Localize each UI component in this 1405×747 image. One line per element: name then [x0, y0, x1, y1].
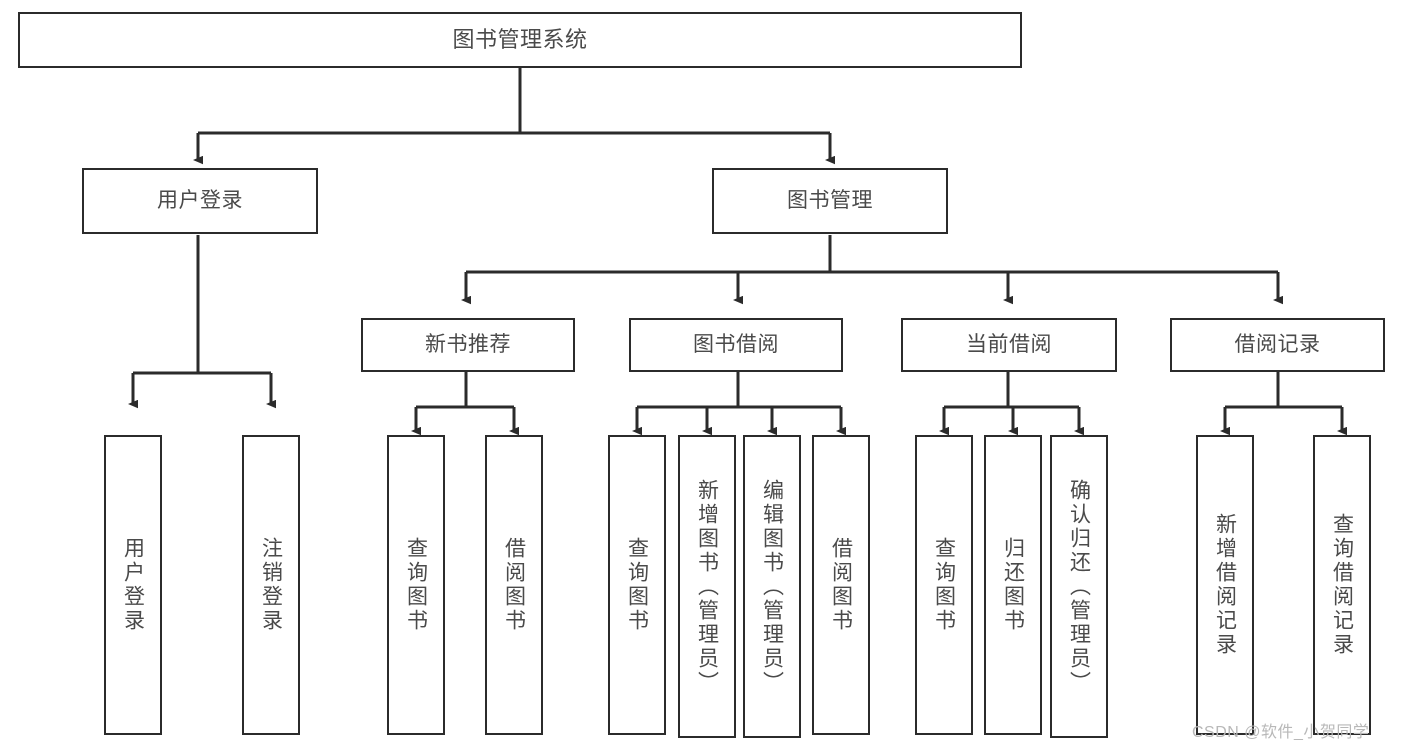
- node-book-manage[interactable]: 图书管理: [712, 168, 948, 234]
- node-label: 借阅记录: [1234, 332, 1321, 356]
- leaf-confirm-return-admin[interactable]: 确认归还（管理员）: [1050, 435, 1108, 738]
- leaf-borrow-book[interactable]: 借阅图书: [812, 435, 870, 735]
- node-label: 查询图书: [625, 537, 649, 633]
- node-label: 当前借阅: [966, 332, 1052, 356]
- node-label: 查询借阅记录: [1330, 513, 1354, 657]
- node-label: 编辑图书（管理员）: [760, 478, 784, 695]
- node-new-book-recommend[interactable]: 新书推荐: [361, 318, 575, 372]
- node-label: 注销登录: [259, 537, 283, 633]
- leaf-add-borrow-record[interactable]: 新增借阅记录: [1196, 435, 1254, 735]
- node-label: 查询图书: [404, 537, 428, 633]
- node-borrow-record[interactable]: 借阅记录: [1170, 318, 1385, 372]
- leaf-query-borrow-record[interactable]: 查询借阅记录: [1313, 435, 1371, 735]
- node-label: 图书借阅: [693, 332, 779, 356]
- node-book-borrow[interactable]: 图书借阅: [629, 318, 843, 372]
- node-label: 用户登录: [121, 537, 145, 633]
- leaf-edit-book-admin[interactable]: 编辑图书（管理员）: [743, 435, 801, 738]
- leaf-query-book-recommend[interactable]: 查询图书: [387, 435, 445, 735]
- node-label: 查询图书: [932, 537, 956, 633]
- node-label: 图书管理系统: [452, 27, 588, 53]
- node-root-system[interactable]: 图书管理系统: [18, 12, 1022, 68]
- node-label: 借阅图书: [829, 537, 853, 633]
- node-label: 归还图书: [1001, 537, 1025, 633]
- leaf-query-book-current[interactable]: 查询图书: [915, 435, 973, 735]
- node-label: 借阅图书: [502, 537, 526, 633]
- leaf-add-book-admin[interactable]: 新增图书（管理员）: [678, 435, 736, 738]
- leaf-user-login[interactable]: 用户登录: [104, 435, 162, 735]
- node-label: 确认归还（管理员）: [1067, 478, 1091, 695]
- node-user-login[interactable]: 用户登录: [82, 168, 318, 234]
- node-current-borrow[interactable]: 当前借阅: [901, 318, 1117, 372]
- node-label: 图书管理: [787, 188, 873, 212]
- leaf-return-book[interactable]: 归还图书: [984, 435, 1042, 735]
- node-label: 新增图书（管理员）: [695, 478, 719, 695]
- node-label: 新书推荐: [425, 332, 511, 356]
- node-label: 新增借阅记录: [1213, 513, 1237, 657]
- leaf-borrow-book-recommend[interactable]: 借阅图书: [485, 435, 543, 735]
- node-label: 用户登录: [157, 188, 243, 212]
- leaf-query-book-borrow[interactable]: 查询图书: [608, 435, 666, 735]
- csdn-watermark: CSDN @软件_小贺同学: [1192, 724, 1370, 741]
- leaf-logout[interactable]: 注销登录: [242, 435, 300, 735]
